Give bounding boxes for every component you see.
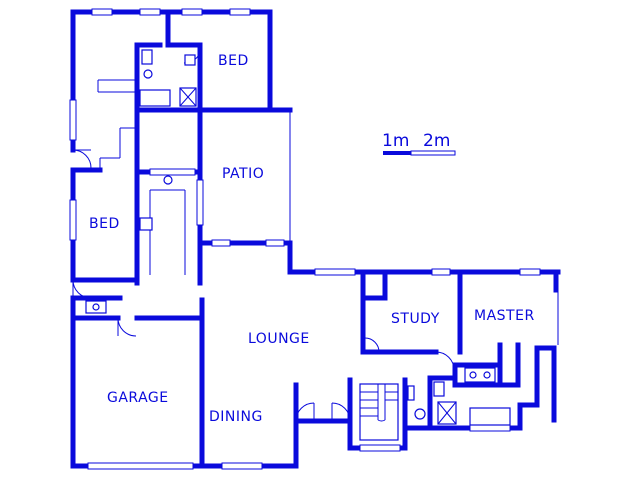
room-label-lounge: LOUNGE	[248, 331, 310, 347]
staircase	[359, 383, 399, 441]
windows	[69, 8, 541, 470]
scale-label-2m: 2m	[423, 131, 450, 151]
room-label-study: STUDY	[391, 311, 440, 327]
room-labels: BED PATIO BED STUDY MASTER LOUNGE GARAGE…	[89, 53, 535, 425]
room-label-bed-west: BED	[89, 216, 120, 232]
doors	[72, 44, 455, 422]
room-label-bed-north: BED	[218, 53, 249, 69]
fixtures	[85, 49, 511, 426]
room-label-master: MASTER	[474, 308, 535, 324]
scale-bar: 1m 2m	[382, 131, 456, 156]
room-label-patio: PATIO	[222, 166, 264, 182]
light-lines	[97, 79, 559, 345]
room-label-dining: DINING	[209, 409, 263, 425]
room-label-garage: GARAGE	[107, 390, 169, 406]
scale-label-1m: 1m	[382, 131, 409, 151]
